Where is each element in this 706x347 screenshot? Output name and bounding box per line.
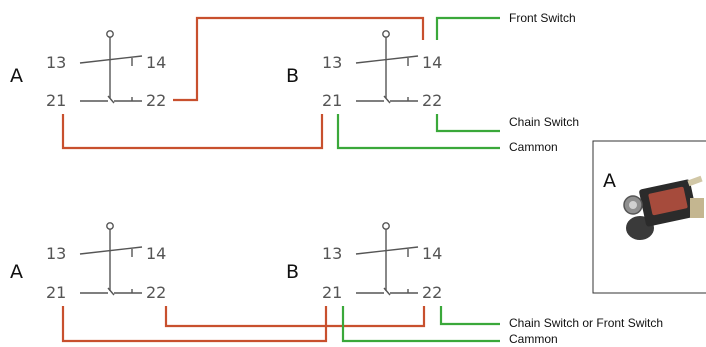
terminal-21: 21 [322, 91, 342, 110]
switch-b-bottom: B 13 14 21 22 [286, 222, 442, 302]
limit-switch-icon [623, 175, 704, 240]
terminal-21: 21 [46, 283, 66, 302]
switch-a-label: A [10, 65, 23, 87]
switch-b-label: B [286, 261, 299, 283]
limit-switch-photo: A [592, 140, 706, 294]
wire-a21-to-b21 [61, 114, 324, 150]
wire-a21-to-b21 [61, 306, 328, 343]
wire-chain-or-front [439, 306, 500, 326]
label-cammon: Cammon [509, 332, 558, 346]
bottom-circuit: A 13 14 21 22 B 13 14 21 22 [10, 222, 663, 346]
wire-cammon [336, 114, 500, 150]
terminal-21: 21 [322, 283, 342, 302]
wire-a22-to-b22 [164, 306, 426, 328]
terminal-14: 14 [146, 53, 166, 72]
terminal-13: 13 [322, 244, 342, 263]
terminal-22: 22 [422, 91, 442, 110]
switch-a-bottom: A 13 14 21 22 [10, 222, 166, 302]
terminal-14: 14 [146, 244, 166, 263]
wire-a22-to-b14 [173, 16, 425, 102]
label-front-switch: Front Switch [509, 11, 576, 25]
wire-chain-switch [435, 114, 500, 133]
terminal-13: 13 [46, 244, 66, 263]
terminal-22: 22 [146, 91, 166, 110]
switch-b-top: B 13 14 21 22 [286, 30, 442, 110]
contact-symbol [355, 30, 419, 104]
terminal-14: 14 [422, 53, 442, 72]
terminal-22: 22 [422, 283, 442, 302]
label-cammon: Cammon [509, 140, 558, 154]
terminal-21: 21 [46, 91, 66, 110]
terminal-13: 13 [46, 53, 66, 72]
switch-a-label: A [10, 261, 23, 283]
terminal-13: 13 [322, 53, 342, 72]
wire-front-switch [435, 16, 500, 40]
contact-symbol [355, 222, 419, 296]
switch-a-top: A 13 14 21 22 [10, 30, 166, 110]
top-circuit: A 13 14 21 22 B 13 14 21 22 [10, 11, 579, 154]
label-chain-switch: Chain Switch [509, 115, 579, 129]
switch-b-label: B [286, 65, 299, 87]
contact-symbol [79, 222, 143, 296]
terminal-22: 22 [146, 283, 166, 302]
wire-cammon [341, 306, 500, 343]
label-chain-or-front-switch: Chain Switch or Front Switch [509, 316, 663, 330]
contact-symbol [79, 30, 143, 104]
terminal-14: 14 [422, 244, 442, 263]
photo-label: A [603, 170, 616, 192]
